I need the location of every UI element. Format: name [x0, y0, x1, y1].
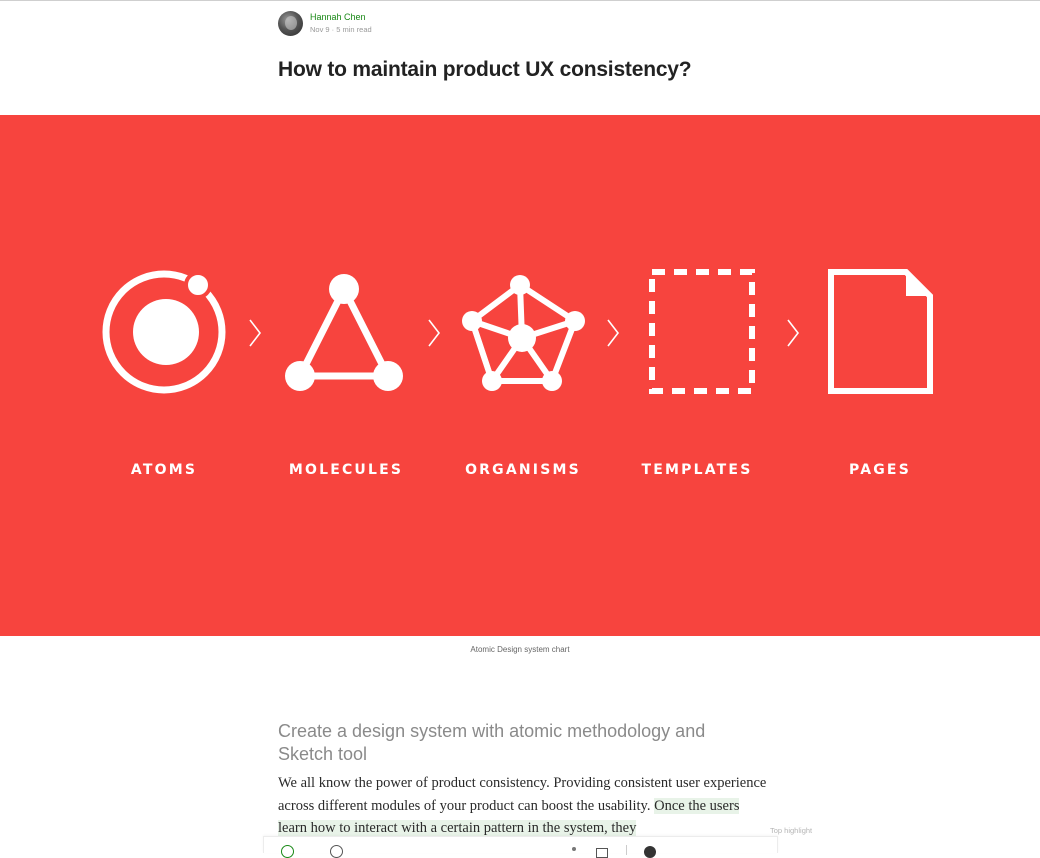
paragraph-text: We all know the power of product consist… [278, 775, 767, 814]
author-block: Hannah Chen Nov 9 · 5 min read [278, 11, 372, 36]
article-action-bar [263, 836, 778, 858]
top-divider [0, 0, 1040, 1]
share-dot-icon[interactable] [572, 847, 576, 851]
post-date: Nov 9 [310, 25, 330, 35]
label-molecules: MOLECULES [288, 462, 404, 478]
label-atoms: ATOMS [130, 462, 198, 478]
atomic-design-chart [102, 269, 933, 394]
page-icon [828, 269, 933, 394]
template-icon [649, 269, 755, 394]
author-name-link[interactable]: Hannah Chen [310, 12, 366, 23]
author-avatar-small[interactable] [644, 846, 656, 858]
chevron-right-icon [428, 319, 441, 347]
hero-image: ATOMS MOLECULES ORGANISMS TEMPLATES PAGE… [0, 115, 1040, 636]
author-avatar[interactable] [278, 11, 303, 36]
comment-icon[interactable] [330, 845, 343, 858]
label-pages: PAGES [849, 462, 911, 478]
top-highlight-label: Top highlight [770, 826, 813, 835]
article-title: How to maintain product UX consistency? [278, 58, 692, 81]
author-meta: Hannah Chen Nov 9 · 5 min read [310, 13, 372, 34]
atom-icon [102, 270, 226, 394]
heart-icon[interactable] [281, 845, 294, 858]
chevron-right-icon [607, 319, 620, 347]
read-time: 5 min read [336, 25, 372, 35]
image-caption: Atomic Design system chart [470, 645, 570, 654]
chevron-right-icon [249, 319, 262, 347]
post-meta: Nov 9 · 5 min read [310, 25, 372, 35]
action-divider [626, 845, 627, 855]
label-organisms: ORGANISMS [465, 462, 581, 478]
organism-icon [462, 275, 585, 391]
article-subtitle: Create a design system with atomic metho… [278, 721, 706, 764]
article-paragraph: We all know the power of product consist… [278, 772, 768, 840]
molecule-icon [285, 274, 403, 391]
label-templates: TEMPLATES [641, 462, 753, 478]
chevron-right-icon [787, 319, 800, 347]
